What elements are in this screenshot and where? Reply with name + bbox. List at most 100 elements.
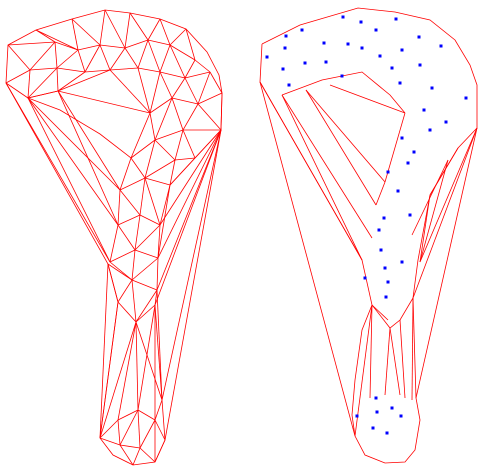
right-mesh-edge [375,181,386,206]
sample-point [408,213,412,217]
left-mesh-edge [184,77,199,105]
left-mesh-edge [107,263,119,303]
sample-point [386,170,390,174]
left-mesh-edge [99,44,126,49]
sample-point [300,28,304,32]
right-mesh-edge [411,297,414,401]
left-mesh-edge [99,321,137,439]
sample-point [430,86,434,90]
left-mesh-edge [159,71,173,99]
left-mesh-edge [139,214,161,226]
right-mesh-edge [419,194,431,263]
left-mesh-edge [117,224,136,251]
left-mesh-edge [107,263,133,281]
sample-point [341,15,345,19]
sample-point [371,426,375,430]
right-mesh-edge [389,327,401,396]
left-mesh-edge [117,409,139,421]
left-mesh-edge [27,97,121,191]
left-mesh-edge [35,29,56,43]
left-mesh-edge [134,224,161,251]
sample-point [439,44,443,48]
left-mesh-edge [104,9,126,49]
left-mesh-edge [27,90,59,99]
right-mesh-edge [281,94,363,261]
left-mesh-edge [139,447,156,463]
left-mesh-edge [109,261,133,281]
left-mesh-edge [7,44,31,71]
left-mesh-edge [209,71,223,94]
left-mesh-edge [154,139,176,161]
left-mesh-edge [194,59,211,73]
left-mesh-edge [154,399,163,421]
sample-point [355,414,359,418]
sample-point [363,276,367,280]
sample-point [422,108,426,112]
right-mesh-edge [354,304,373,437]
sample-point [386,280,390,284]
right-mesh-edge [412,127,478,299]
left-mesh-edge [5,82,111,263]
left-mesh-edge [220,92,223,131]
left-mesh-edge [135,289,158,323]
right-mesh-edge [305,89,386,183]
left-mesh-edge [124,39,149,49]
left-mesh-edge [157,129,222,259]
left-mesh-edge [130,139,156,159]
left-mesh-edge [156,289,163,401]
sample-point [390,406,394,410]
sample-point [374,396,378,400]
left-mesh-edge [109,249,136,263]
sample-point [406,161,410,165]
left-mesh-edge [129,12,149,41]
left-mesh-edge [77,49,86,73]
left-mesh-edge [159,129,222,226]
left-mesh-edge [184,71,211,79]
left-mesh-edge [174,157,196,161]
left-mesh-edge [159,71,186,79]
right-mesh-edge [419,159,449,263]
left-mesh-edge [131,279,137,323]
left-mesh-edge [184,59,196,79]
sample-point [359,20,363,24]
left-mesh-edge [159,44,171,73]
sample-point [377,228,381,232]
left-mesh-edge [7,41,56,46]
left-mesh-edge [99,9,106,46]
sample-point [394,17,398,21]
left-mesh-edge [169,44,186,79]
right-mesh-edge [384,327,391,396]
left-mesh-edge [71,18,101,46]
sample-point [324,60,328,64]
left-mesh-edge [139,177,146,216]
left-mesh-edge [27,97,111,263]
left-mesh-edge [109,69,151,114]
left-mesh-edge [154,129,184,141]
left-mesh-edge [117,301,137,323]
left-mesh-edge [84,69,111,73]
left-mesh-edge [156,257,159,291]
left-mesh-edge [147,39,171,46]
left-mesh-edge [144,139,156,179]
left-mesh-edge [124,12,131,49]
right-mesh-edge [371,304,389,321]
right-mesh-edge [415,127,478,399]
left-mesh-edge [99,419,119,439]
left-mesh-edge [154,419,166,441]
left-mesh-edge [139,419,156,449]
left-mesh-edge [197,103,222,131]
left-mesh-edge [154,304,163,401]
left-mesh-edge [135,304,156,323]
sample-point [383,266,387,270]
left-mesh-edge [169,44,196,61]
left-mesh-edge [54,41,58,69]
sample-point [265,55,269,59]
left-mesh-edge [130,157,146,179]
right-mesh-edge [281,94,373,239]
left-mesh-edge [57,90,121,191]
sample-point [400,136,404,140]
left-mesh-edge [147,18,161,41]
left-mesh-edge [77,44,101,51]
right-mesh-edge [411,159,449,236]
